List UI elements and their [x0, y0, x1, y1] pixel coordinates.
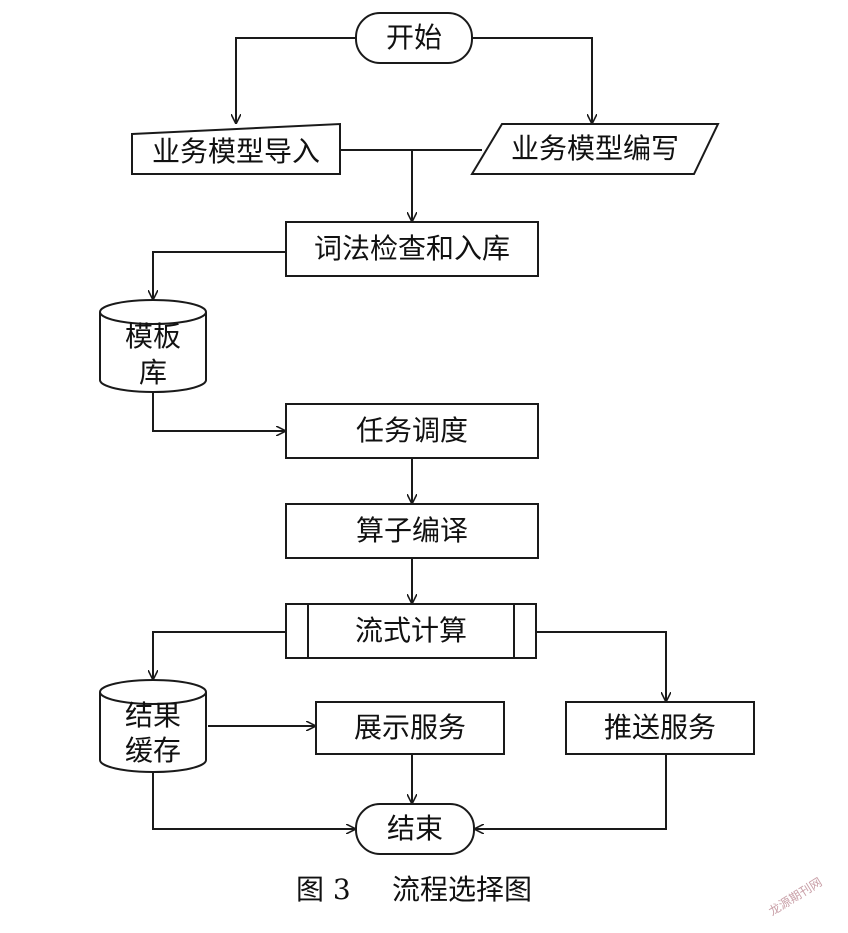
import-label: 业务模型导入: [152, 135, 320, 168]
stream-label: 流式计算: [355, 614, 467, 647]
compile-node: 算子编译: [285, 503, 539, 559]
compile-label: 算子编译: [356, 514, 468, 547]
schedule-label: 任务调度: [356, 414, 468, 447]
cache-db-label-line2: 缓存: [125, 734, 181, 767]
template-db-node: 模板 库: [99, 299, 207, 393]
edge-lexcheck-template-db: [153, 251, 286, 300]
start-node: 开始: [355, 12, 473, 64]
end-node: 结束: [355, 803, 475, 855]
template-db-label-line2: 库: [139, 356, 167, 389]
start-label: 开始: [386, 21, 442, 54]
display-label: 展示服务: [354, 711, 466, 744]
edge-template-db-schedule: [152, 392, 286, 431]
import-node: 业务模型导入: [131, 122, 341, 175]
write-node: 业务模型编写: [470, 123, 720, 175]
cache-db-node: 结果 缓存: [99, 679, 207, 773]
schedule-node: 任务调度: [285, 403, 539, 459]
push-label: 推送服务: [604, 711, 716, 744]
figure-caption: 图 3 流程选择图: [296, 873, 532, 906]
push-node: 推送服务: [565, 701, 755, 755]
lexcheck-label: 词法检查和入库: [314, 232, 510, 265]
display-node: 展示服务: [315, 701, 505, 755]
caption-label: 图 3: [296, 873, 351, 906]
caption-title: 流程选择图: [392, 873, 532, 906]
edge-start-import: [236, 37, 356, 124]
stream-node: 流式计算: [285, 603, 537, 659]
edge-start-write: [472, 37, 592, 124]
watermark: 龙源期刊网: [766, 875, 824, 919]
edge-cache-db-end: [152, 772, 356, 829]
edge-push-end: [474, 754, 667, 829]
edge-stream-push: [536, 631, 666, 702]
lexcheck-node: 词法检查和入库: [285, 221, 539, 277]
write-label: 业务模型编写: [511, 132, 679, 165]
end-label: 结束: [387, 812, 443, 845]
edges: [152, 37, 667, 829]
edge-stream-cache-db: [153, 631, 286, 680]
template-db-label-line1: 模板: [125, 320, 181, 353]
cache-db-label-line1: 结果: [125, 699, 181, 732]
